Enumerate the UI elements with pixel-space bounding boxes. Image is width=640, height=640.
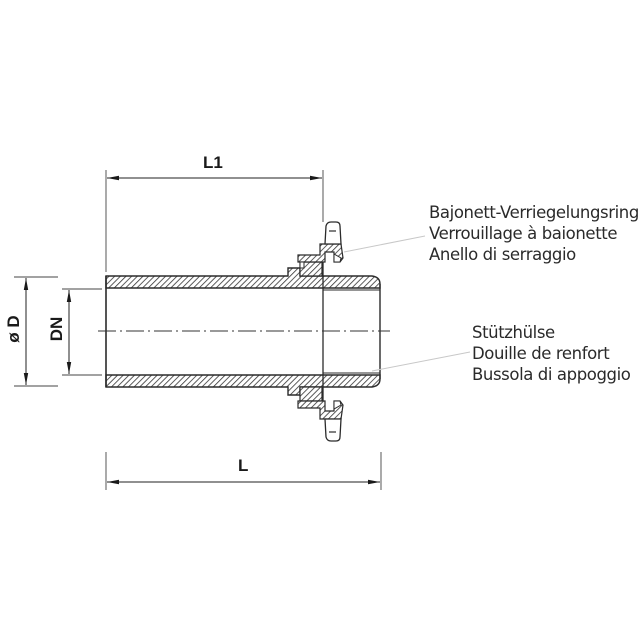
callout-bayonet-ring-it: Anello di serraggio — [429, 245, 576, 264]
dim-label-outer-diameter: ø D — [4, 315, 23, 343]
dim-label-L: L — [238, 456, 249, 475]
dim-label-L1: L1 — [203, 153, 223, 172]
bayonet-ring-top — [297, 221, 344, 269]
pipe-wall-bottom — [105, 374, 381, 402]
callout-support-sleeve-it: Bussola di appoggio — [472, 365, 631, 384]
callout-bayonet-ring-fr: Verrouillage à baionette — [429, 224, 618, 243]
dimension-nominal-diameter — [62, 288, 102, 376]
bayonet-ring-bottom — [297, 400, 344, 442]
dim-label-nominal-diameter: DN — [47, 316, 66, 342]
dimension-L — [105, 452, 382, 490]
callout-support-sleeve: Stützhülse Douille de renfort Bussola di… — [472, 322, 631, 385]
leader-bayonet-ring — [343, 235, 426, 253]
callout-bayonet-ring-de: Bajonett-Verriegelungsring — [429, 203, 639, 222]
leader-support-sleeve — [371, 351, 471, 372]
dimension-L1 — [105, 170, 324, 272]
callout-support-sleeve-fr: Douille de renfort — [472, 344, 610, 363]
pipe-wall-top — [105, 261, 381, 289]
dimension-outer-diameter — [14, 276, 58, 387]
callout-support-sleeve-de: Stützhülse — [472, 323, 555, 342]
callout-bayonet-ring: Bajonett-Verriegelungsring Verrouillage … — [429, 202, 639, 265]
